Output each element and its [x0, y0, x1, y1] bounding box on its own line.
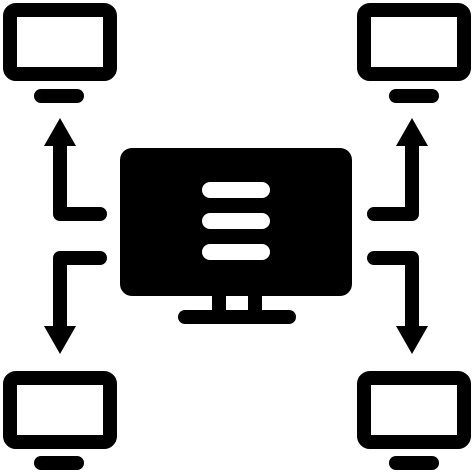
- arrow-up-icon-left: [44, 118, 107, 221]
- monitor-icon-bottom-left: [3, 371, 117, 470]
- monitor-icon-bottom-right: [357, 371, 471, 470]
- arrow-down-icon-right: [367, 251, 428, 354]
- monitor-icon-top-right: [357, 3, 471, 103]
- monitor-icon-top-left: [3, 3, 117, 103]
- arrow-up-icon-right: [367, 118, 428, 221]
- server-stack-icon: [202, 182, 270, 260]
- server-monitor-icon: [120, 148, 352, 324]
- arrow-down-icon-left: [44, 251, 107, 354]
